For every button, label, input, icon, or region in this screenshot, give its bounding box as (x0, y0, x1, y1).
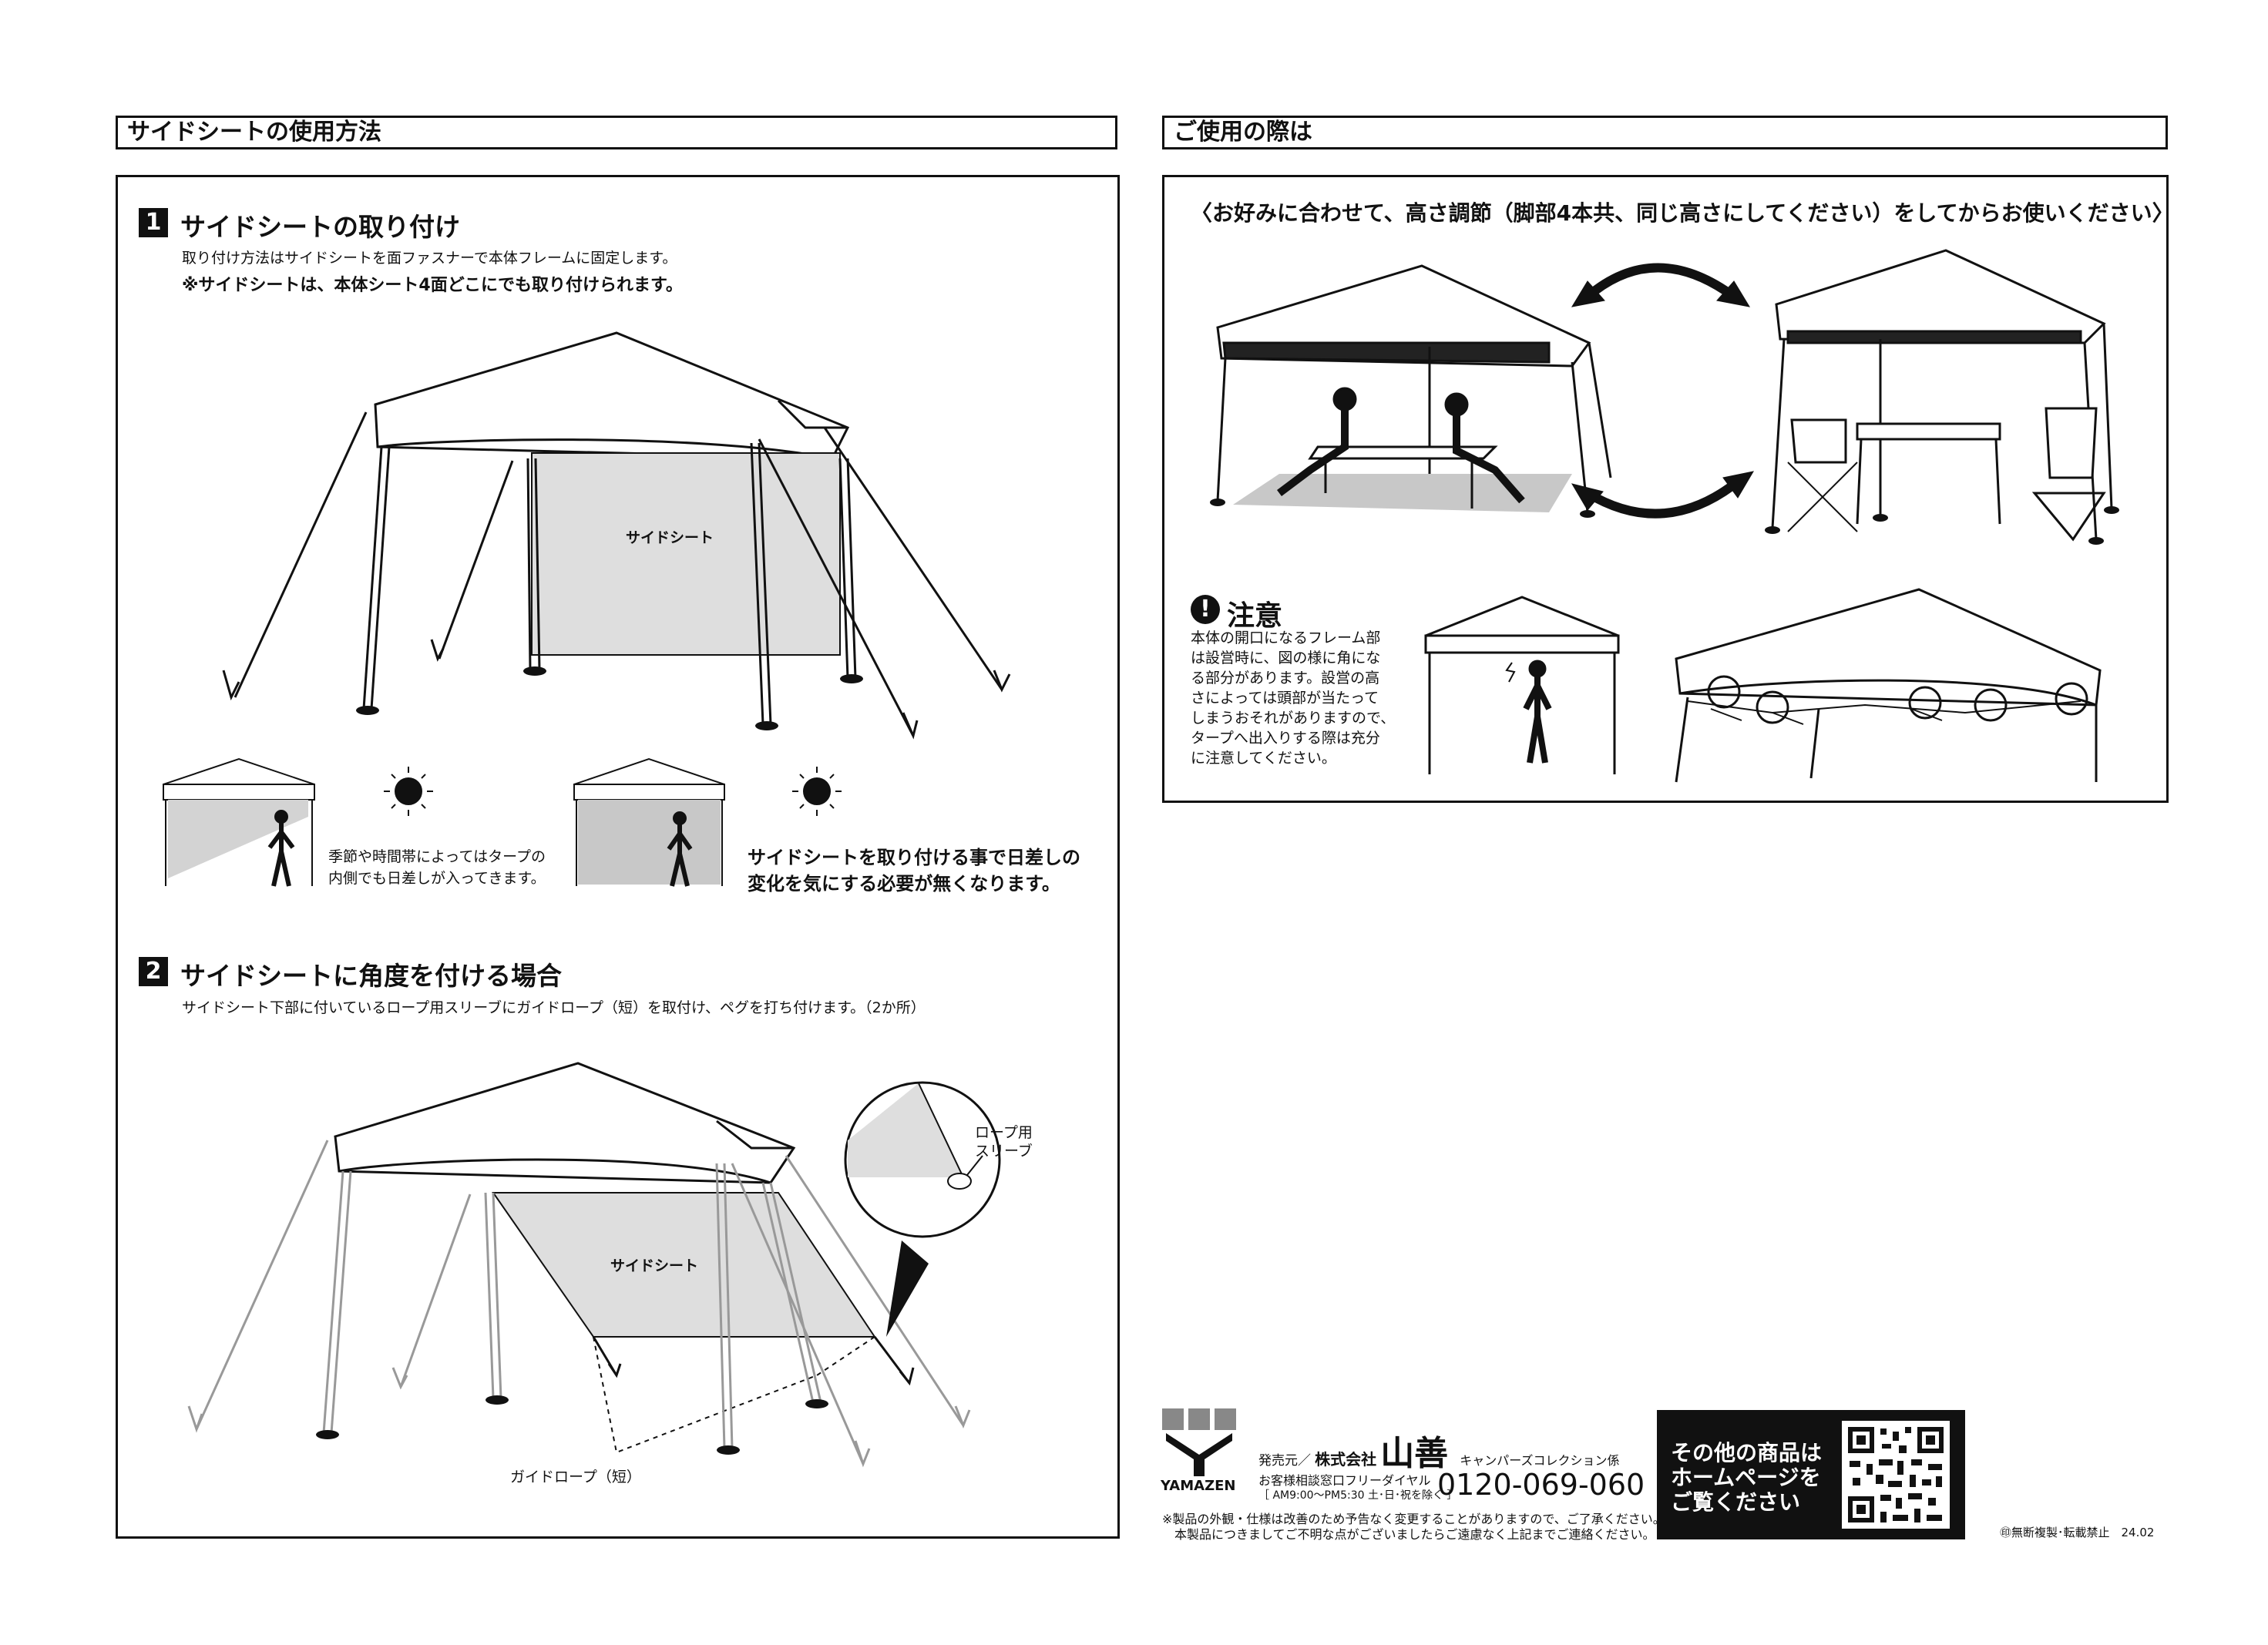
caption-without-sheet: 季節や時間帯によってはタープの内側でも日差しが入ってきます。 (328, 848, 546, 887)
step2-description: サイドシート下部に付いているロープ用スリーブにガイドロープ（短）を取付け、ペグを… (182, 999, 926, 1016)
dial-label: お客様相談窓口フリーダイヤル (1258, 1473, 1431, 1488)
step2-number: 2 (139, 957, 168, 986)
double-arrow-icon-top (1571, 263, 1751, 307)
caption-with-sheet: サイドシートを取り付ける事で日差しの変化を気にする必要が無くなります。 (748, 847, 1080, 895)
homepage-promo[interactable]: その他の商品はホームページをご覧ください (1657, 1410, 1965, 1539)
right-panel (1162, 175, 2169, 803)
guide-rope-label: ガイドロープ（短） (510, 1469, 641, 1486)
caution-text: 本体の開口になるフレーム部は設営時に、図の様に角になる部分があります。設営の高さ… (1191, 629, 1396, 767)
left-panel (116, 175, 1120, 1539)
side-sheet-label-1: サイドシート (626, 529, 714, 546)
step1-number: 1 (139, 208, 168, 237)
sun-icon-b (792, 767, 842, 816)
disclaimer: ※製品の外観・仕様は改善のため予告なく変更することがありますので、ご了承ください… (1162, 1512, 1665, 1542)
yamazen-logo (1162, 1408, 1236, 1476)
usage-note: 〈お好みに合わせて、高さ調節（脚部4本共、同じ高さにしてください）をしてからお使… (1191, 200, 2174, 226)
hours: ［ AM9:00～PM5:30 土･日･祝を除く ］ (1258, 1489, 1458, 1502)
rope-sleeve-label: ロープ用スリーブ (975, 1124, 1033, 1160)
side-sheet-label-2: サイドシート (610, 1257, 699, 1274)
phone-number[interactable]: 0120-069-060 (1437, 1468, 1645, 1502)
caution-title: 注意 (1227, 600, 1283, 632)
step2-title: サイドシートに角度を付ける場合 (180, 961, 562, 991)
qr-code-icon[interactable] (1842, 1421, 1950, 1529)
step1-title: サイドシートの取り付け (180, 212, 460, 242)
brand-name: YAMAZEN (1161, 1478, 1236, 1494)
right-section-header: ご使用の際は (1162, 116, 2168, 149)
left-section-header: サイドシートの使用方法 (116, 116, 1117, 149)
double-arrow-icon-bottom (1571, 471, 1755, 519)
copyright: ㊞無断複製･転載禁止 24.02 (2000, 1526, 2155, 1539)
step1-note: ※サイドシートは、本体シート4面どこにでも取り付けられます。 (182, 276, 683, 295)
step1-description: 取り付け方法はサイドシートを面ファスナーで本体フレームに固定します。 (182, 250, 677, 267)
seller-line: 発売元／ 株式会社 山善 キャンパーズコレクション係 (1258, 1434, 1620, 1473)
sun-icon-a (384, 767, 433, 816)
caution-icon: ! (1191, 595, 1220, 624)
